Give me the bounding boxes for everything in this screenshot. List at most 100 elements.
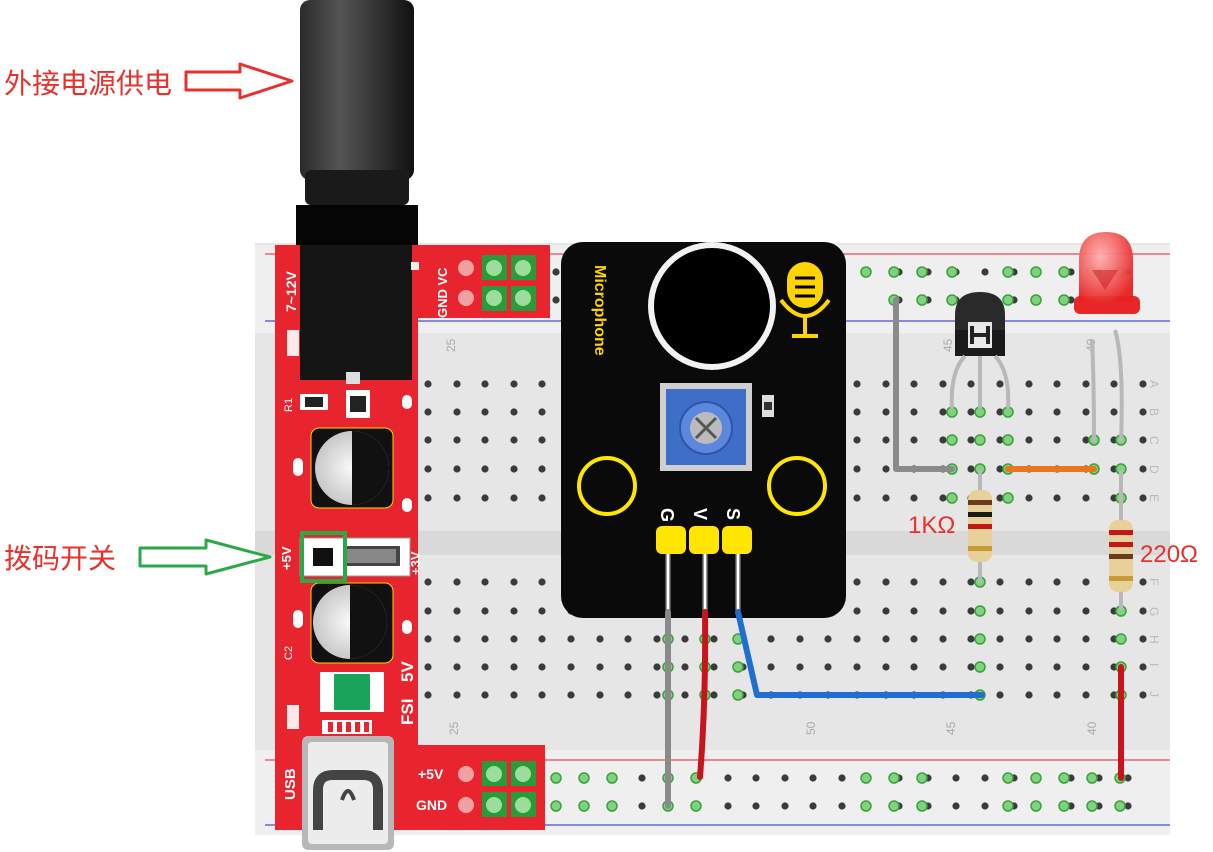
connected-hole: [1086, 800, 1098, 812]
breadboard-hole: [1082, 494, 1090, 502]
row-letter: H: [1147, 635, 1161, 644]
dip-switch-annotation: 拨码开关: [4, 542, 117, 575]
breadboard-hole: [996, 578, 1004, 586]
row-letter: C: [1147, 436, 1161, 445]
breadboard-hole: [939, 408, 947, 416]
breadboard-hole: [781, 774, 789, 782]
connected-hole: [1058, 294, 1070, 306]
breadboard-hole: [424, 408, 432, 416]
breadboard-hole: [967, 663, 975, 671]
breadboard-hole: [453, 408, 461, 416]
breadboard-hole: [681, 635, 689, 643]
mount-hole-left: [577, 456, 637, 516]
breadboard-hole: [481, 408, 489, 416]
breadboard-hole: [481, 436, 489, 444]
breadboard-hole: [424, 436, 432, 444]
connected-hole: [1002, 492, 1014, 504]
breadboard-hole: [710, 635, 718, 643]
connected-hole: [1115, 633, 1127, 645]
breadboard-hole: [1053, 408, 1061, 416]
connected-hole: [550, 772, 562, 784]
breadboard-hole: [552, 268, 560, 276]
breadboard-hole: [967, 635, 975, 643]
breadboard-hole: [1025, 408, 1033, 416]
microphone-module: Microphone G V S: [561, 242, 846, 618]
connected-hole: [974, 434, 986, 446]
breadboard-hole: [853, 635, 861, 643]
breadboard-hole: [724, 774, 732, 782]
breadboard-hole: [910, 663, 918, 671]
connected-hole: [916, 800, 928, 812]
breadboard-hole: [724, 802, 732, 810]
breadboard-hole: [1139, 691, 1147, 699]
breadboard-hole: [996, 635, 1004, 643]
power-module: 7~12V GND VC R1 C2 +5V +3V FSI 5V US: [275, 245, 550, 850]
connected-hole: [916, 294, 928, 306]
connected-hole: [1114, 800, 1126, 812]
connected-hole: [974, 661, 986, 673]
breadboard-hole: [624, 635, 632, 643]
wire-signal-blue: [735, 609, 985, 698]
connected-hole: [1030, 266, 1042, 278]
breadboard-hole: [981, 268, 989, 276]
switch-3v-label: +3V: [408, 551, 423, 575]
breadboard-hole: [424, 635, 432, 643]
breadboard-hole: [424, 663, 432, 671]
breadboard-hole: [1025, 607, 1033, 615]
breadboard-hole: [1025, 436, 1033, 444]
breadboard-hole: [967, 436, 975, 444]
breadboard-hole: [853, 465, 861, 473]
connected-hole: [946, 406, 958, 418]
breadboard-hole: [967, 578, 975, 586]
breadboard-hole: [996, 691, 1004, 699]
col-label-25-bottom: 25: [447, 721, 461, 735]
row-letter: G: [1147, 607, 1161, 616]
breadboard-hole: [952, 774, 960, 782]
breadboard-hole: [1110, 380, 1118, 388]
rail-pin: [458, 290, 474, 306]
external-power-annotation: 外接电源供电: [4, 67, 173, 100]
breadboard-hole: [538, 607, 546, 615]
pin-label-g: G: [657, 508, 677, 522]
breadboard-hole: [567, 635, 575, 643]
breadboard-hole: [538, 465, 546, 473]
connected-hole: [1086, 772, 1098, 784]
wire-vcc-red: [697, 609, 709, 780]
breadboard-hole: [882, 436, 890, 444]
breadboard-hole: [1139, 578, 1147, 586]
connected-hole: [860, 800, 872, 812]
connected-hole: [946, 492, 958, 504]
breadboard-hole: [538, 691, 546, 699]
breadboard-hole: [481, 607, 489, 615]
connected-hole: [916, 266, 928, 278]
breadboard-hole: [796, 663, 804, 671]
row-letter: I: [1147, 663, 1161, 666]
breadboard-hole: [424, 465, 432, 473]
breadboard-hole: [596, 663, 604, 671]
wires: [665, 297, 1124, 809]
transistor: [949, 292, 1011, 409]
breadboard-hole: [453, 663, 461, 671]
breadboard-hole: [1053, 380, 1061, 388]
resistor-1k: [968, 470, 992, 583]
dip-switch[interactable]: [299, 531, 411, 583]
breadboard-hole: [424, 494, 432, 502]
connected-hole: [578, 800, 590, 812]
annotation-arrow-green: [138, 538, 272, 576]
breadboard-hole: [996, 436, 1004, 444]
breadboard-hole: [1053, 494, 1061, 502]
breadboard-hole: [853, 578, 861, 586]
connected-hole: [860, 266, 872, 278]
c2-label: C2: [283, 646, 295, 660]
connected-hole: [974, 406, 986, 418]
breadboard-hole: [882, 380, 890, 388]
breadboard-hole: [853, 607, 861, 615]
breadboard-hole: [1139, 436, 1147, 444]
breadboard-hole: [1053, 607, 1061, 615]
breadboard-hole: [1139, 494, 1147, 502]
breadboard-hole: [781, 802, 789, 810]
breadboard-hole: [796, 635, 804, 643]
breadboard-hole: [1082, 635, 1090, 643]
connected-hole: [946, 294, 958, 306]
